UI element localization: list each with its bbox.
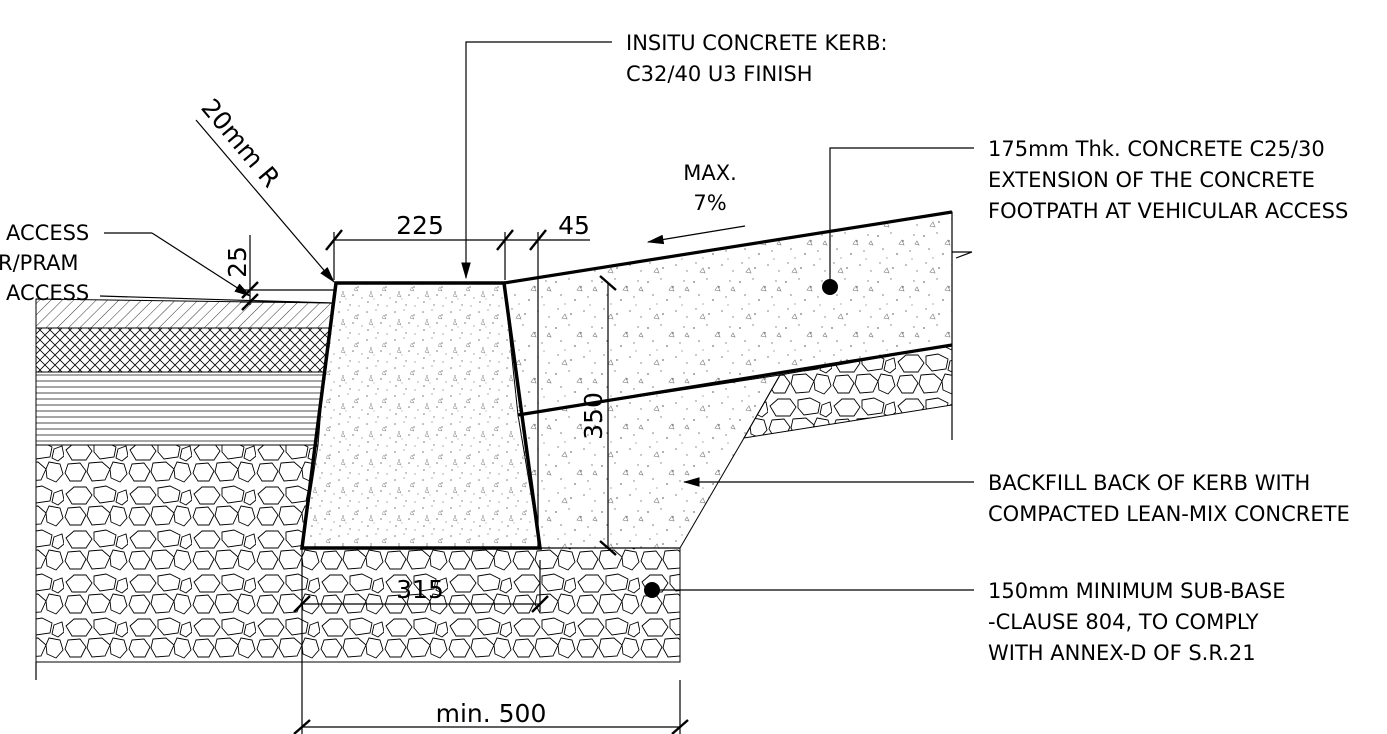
radius-label: 20mm R bbox=[195, 93, 285, 193]
dim-top-width: 225 bbox=[396, 211, 444, 240]
left-label-line2: R/PRAM bbox=[0, 251, 79, 275]
left-label-line1: ACCESS bbox=[6, 221, 89, 245]
left-label-line3: ACCESS bbox=[6, 281, 89, 305]
footpath-subbase bbox=[35, 444, 319, 663]
concrete-label-line2: EXTENSION OF THE CONCRETE bbox=[988, 168, 1315, 192]
dim-upstand: 25 bbox=[223, 246, 252, 278]
slope-label-line1: MAX. bbox=[683, 161, 737, 185]
subbase-label-line3: WITH ANNEX-D OF S.R.21 bbox=[988, 641, 1256, 665]
kerb-label-line1: INSITU CONCRETE KERB: bbox=[626, 31, 888, 55]
kerb-label-line2: C32/40 U3 FINISH bbox=[626, 62, 813, 86]
footpath-binder-layer bbox=[35, 327, 331, 373]
backfill-label-line2: COMPACTED LEAN-MIX CONCRETE bbox=[988, 502, 1350, 526]
dim-height: 350 bbox=[579, 392, 608, 440]
dim-min-width: min. 500 bbox=[436, 699, 547, 728]
concrete-label-line3: FOOTPATH AT VEHICULAR ACCESS bbox=[988, 199, 1348, 223]
subbase-label-line1: 150mm MINIMUM SUB-BASE bbox=[988, 579, 1285, 603]
dim-base-width: 315 bbox=[396, 575, 444, 604]
concrete-label-line1: 175mm Thk. CONCRETE C25/30 bbox=[988, 137, 1325, 161]
footpath-base-layer bbox=[35, 371, 325, 446]
backfill-label-line1: BACKFILL BACK OF KERB WITH bbox=[988, 471, 1310, 495]
subbase-label-line2: -CLAUSE 804, TO COMPLY bbox=[988, 610, 1259, 634]
insitu-concrete-kerb bbox=[300, 281, 543, 550]
dim-top-offset: 45 bbox=[558, 211, 590, 240]
sub-base bbox=[301, 547, 681, 663]
slope-label-line2: 7% bbox=[693, 191, 726, 215]
